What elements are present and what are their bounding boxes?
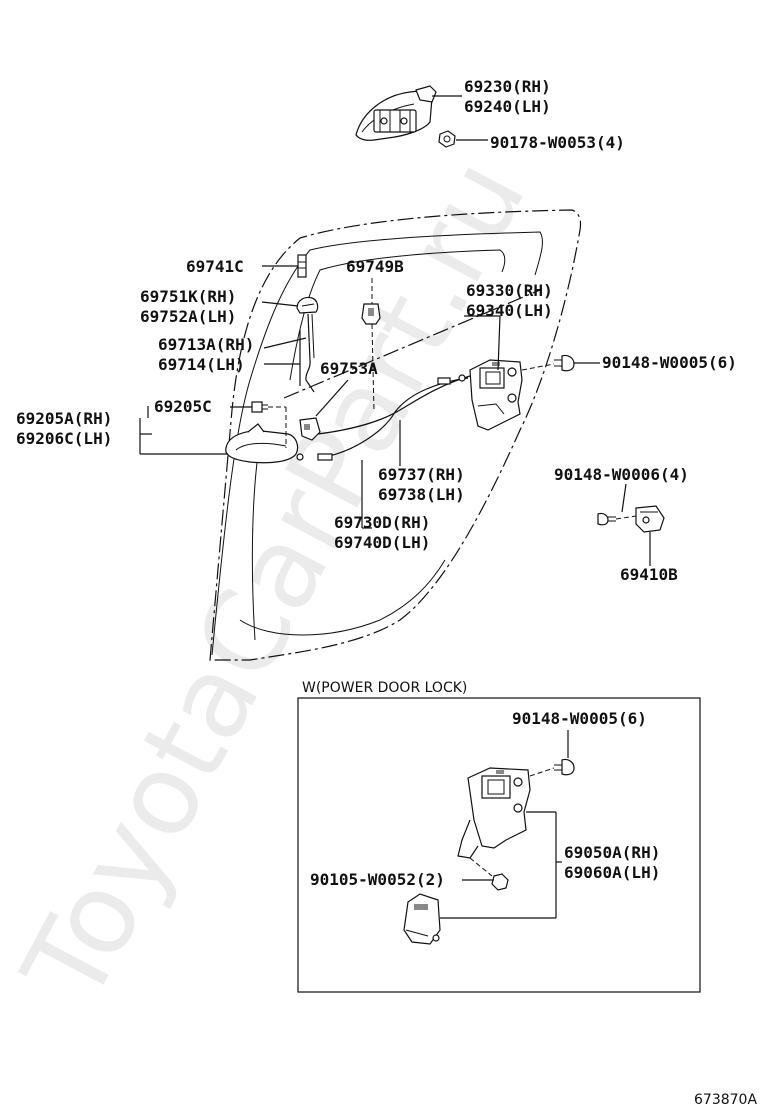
label-69737: 69737(RH) — [378, 465, 465, 484]
clip-part — [361, 303, 381, 325]
label-69730D: 69730D(RH) — [334, 513, 430, 532]
label-69205C: 69205C — [154, 397, 212, 416]
label-69751K: 69751K(RH) — [140, 287, 236, 306]
actuator-part — [403, 893, 441, 945]
label-90148-W0005-inset: 90148-W0005(6) — [512, 709, 647, 728]
figure-id: 673870A — [694, 1092, 757, 1108]
label-90148-W0005: 90148-W0005(6) — [602, 353, 737, 372]
cable-part — [296, 374, 471, 461]
power-lock-actuator-part — [457, 767, 531, 859]
inset-frame — [297, 697, 701, 993]
label-69050A: 69050A(RH) — [564, 843, 660, 862]
lock-knob-part — [297, 254, 307, 278]
label-69741C: 69741C — [186, 257, 244, 276]
inset-title: W(POWER DOOR LOCK) — [302, 680, 467, 696]
screw-part — [554, 354, 575, 372]
bellcrank-part — [299, 417, 321, 441]
label-69205A: 69205A(RH) — [16, 409, 112, 428]
label-69740D: 69740D(LH) — [334, 533, 430, 552]
lock-rod-part — [305, 313, 315, 393]
label-69713A: 69713A(RH) — [158, 335, 254, 354]
label-69060A: 69060A(LH) — [564, 863, 660, 882]
label-69340: 69340(LH) — [466, 301, 553, 320]
inset-screw-part — [554, 758, 575, 776]
nut-part — [438, 130, 456, 148]
inside-handle-part — [225, 423, 299, 464]
label-69206C: 69206C(LH) — [16, 429, 112, 448]
label-69752A: 69752A(LH) — [140, 307, 236, 326]
label-90178: 90178-W0053(4) — [490, 133, 625, 152]
label-90105: 90105-W0052(2) — [310, 870, 445, 889]
label-69330: 69330(RH) — [466, 281, 553, 300]
striker-screw-part — [597, 512, 616, 526]
outside-handle-part — [355, 85, 437, 141]
label-69749B: 69749B — [346, 257, 404, 276]
knob-grommet-part — [296, 296, 319, 314]
door-lock-part — [469, 359, 523, 431]
handle-screw-part — [251, 401, 268, 413]
label-69753A: 69753A — [320, 359, 378, 378]
label-69240: 69240(LH) — [464, 97, 551, 116]
label-69714: 69714(LH) — [158, 355, 245, 374]
watermark: ToyotaCarPart.ru — [0, 139, 551, 1024]
label-90148-W0006: 90148-W0006(4) — [554, 465, 689, 484]
label-69738: 69738(LH) — [378, 485, 465, 504]
label-69230: 69230(RH) — [464, 77, 551, 96]
striker-part — [635, 505, 665, 533]
bolt-part — [484, 873, 509, 891]
label-69410B: 69410B — [620, 565, 678, 584]
